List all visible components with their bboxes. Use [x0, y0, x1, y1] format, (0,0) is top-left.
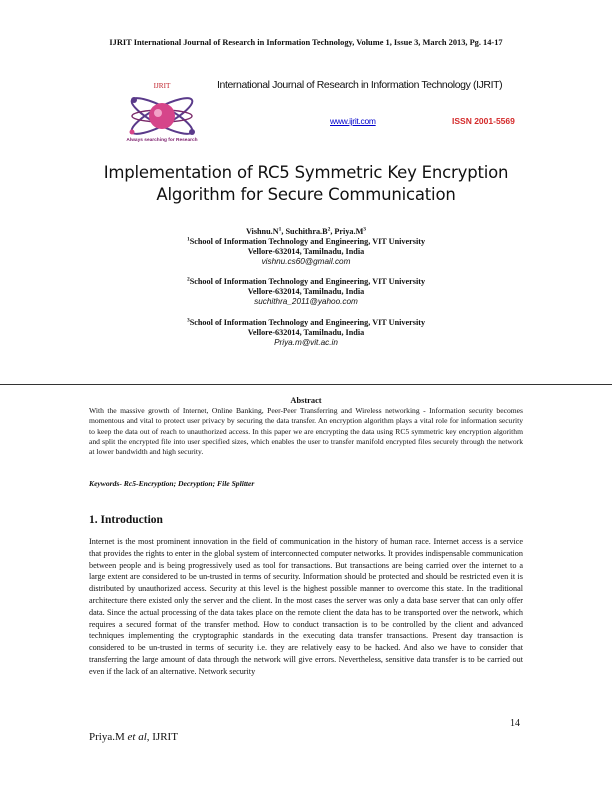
footer-author-prefix: Priya.M	[89, 731, 128, 743]
keywords: Keywords- Rc5-Encryption; Decryption; Fi…	[89, 479, 255, 488]
abstract-body: With the massive growth of Internet, Onl…	[89, 406, 523, 457]
footer-author-suffix: , IJRIT	[146, 731, 178, 743]
affiliation-1: 1School of Information Technology and En…	[60, 237, 552, 267]
abstract-heading: Abstract	[290, 396, 322, 405]
affiliation-sup: 3	[186, 317, 190, 324]
affiliation-address: Vellore-632014, Tamilnadu, India	[247, 287, 365, 296]
journal-url-link[interactable]: www.ijrit.com	[330, 116, 376, 126]
affiliation-email: Priya.m@vit.ac.in	[274, 338, 338, 347]
affiliation-email: suchithra_2011@yahoo.com	[254, 297, 358, 306]
introduction-body: Internet is the most prominent innovatio…	[89, 537, 523, 676]
author-name: Vishnu.N	[245, 227, 279, 236]
running-header: IJRIT International Journal of Research …	[109, 38, 503, 47]
affiliation-sup: 2	[186, 276, 190, 283]
affiliation-email: vishnu.cs60@gmail.com	[261, 257, 351, 266]
page-number: 14	[510, 718, 520, 729]
affiliation-sup: 1	[186, 236, 190, 243]
affiliation-dept-text: School of Information Technology and Eng…	[189, 318, 426, 327]
affiliation-dept-text: School of Information Technology and Eng…	[189, 277, 426, 286]
author-separator: ,	[330, 227, 335, 236]
logo-tagline: Always searching for Research	[126, 138, 198, 143]
affiliation-dept: 1School of Information Technology and En…	[60, 237, 552, 247]
affiliation-address: Vellore-632014, Tamilnadu, India	[247, 328, 365, 337]
paper-title-line-2: Algorithm for Secure Communication	[156, 185, 456, 204]
introduction-heading: 1. Introduction	[89, 514, 163, 526]
author-name: Priya.M	[334, 227, 364, 236]
author-sup: 3	[363, 226, 367, 233]
author-list: Vishnu.N1, Suchithra.B2, Priya.M3	[60, 227, 552, 237]
author-name: Suchithra.B	[285, 227, 328, 236]
affiliation-dept: 2School of Information Technology and En…	[60, 277, 552, 287]
journal-logo: IJRIT Always searching for Research	[110, 82, 214, 154]
journal-issn: ISSN 2001-5569	[452, 116, 515, 126]
footer-author: Priya.M et al, IJRIT	[89, 731, 178, 743]
author-sup: 1	[278, 226, 282, 233]
author-separator: ,	[281, 227, 286, 236]
affiliation-2: 2School of Information Technology and En…	[60, 277, 552, 307]
affiliation-dept: 3School of Information Technology and En…	[60, 318, 552, 328]
logo-text: IJRIT	[153, 82, 171, 90]
section-divider	[0, 384, 612, 385]
footer-author-etal: et al	[127, 731, 147, 743]
affiliation-3: 3School of Information Technology and En…	[60, 318, 552, 348]
atom-logo-icon	[129, 97, 195, 135]
journal-name: International Journal of Research in Inf…	[217, 79, 503, 91]
paper-title-line-1: Implementation of RC5 Symmetric Key Encr…	[103, 163, 509, 182]
affiliation-address: Vellore-632014, Tamilnadu, India	[247, 247, 365, 256]
author-sup: 2	[327, 226, 331, 233]
affiliation-dept-text: School of Information Technology and Eng…	[189, 237, 426, 246]
paper-title: Implementation of RC5 Symmetric Key Encr…	[70, 162, 542, 206]
